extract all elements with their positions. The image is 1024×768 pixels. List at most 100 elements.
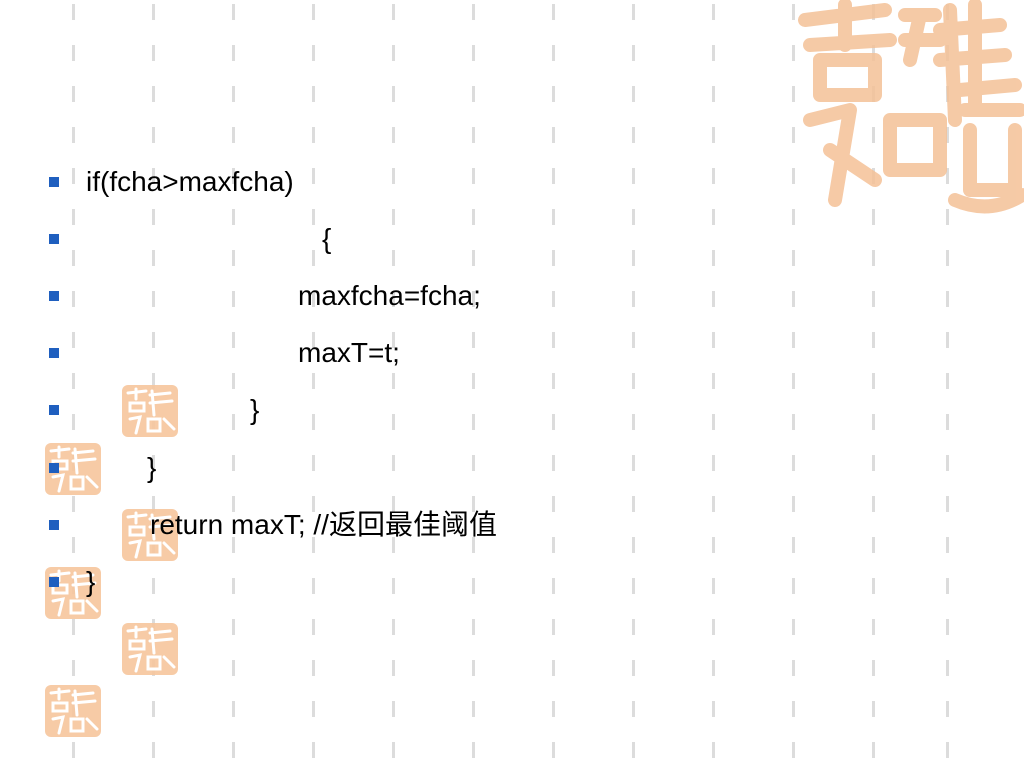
- code-line: maxfcha=fcha;: [298, 280, 481, 311]
- list-item: }: [0, 390, 1024, 430]
- seal-small-icon: [45, 685, 101, 737]
- grid-dash: [632, 4, 635, 20]
- grid-dash: [552, 168, 555, 184]
- grid-dash: [72, 537, 75, 553]
- grid-dash: [872, 660, 875, 676]
- grid-dash: [792, 86, 795, 102]
- grid-dash: [946, 660, 949, 676]
- grid-dash: [472, 414, 475, 430]
- grid-dash: [792, 496, 795, 512]
- grid-dash: [232, 86, 235, 102]
- grid-dash: [232, 537, 235, 553]
- grid-dash: [552, 496, 555, 512]
- grid-dash: [946, 209, 949, 225]
- grid-dash: [552, 660, 555, 676]
- grid-dash: [152, 496, 155, 512]
- grid-dash: [946, 742, 949, 758]
- grid-dash: [872, 373, 875, 389]
- grid-dash: [632, 537, 635, 553]
- grid-dash: [312, 86, 315, 102]
- grid-dash: [472, 291, 475, 307]
- grid-dash: [712, 578, 715, 594]
- grid-dash: [312, 45, 315, 61]
- seal-small-icon: [122, 509, 178, 561]
- grid-dash: [712, 127, 715, 143]
- grid-dash: [72, 45, 75, 61]
- grid-dash: [392, 455, 395, 471]
- grid-dash: [232, 250, 235, 266]
- code-line: if(fcha>maxfcha): [86, 166, 294, 197]
- grid-dash: [712, 86, 715, 102]
- grid-dash: [712, 455, 715, 471]
- grid-dash: [872, 291, 875, 307]
- grid-dash: [472, 4, 475, 20]
- grid-dash: [232, 455, 235, 471]
- grid-dash: [872, 209, 875, 225]
- grid-dash: [312, 496, 315, 512]
- grid-dash: [552, 4, 555, 20]
- grid-dash: [872, 250, 875, 266]
- grid-dash: [712, 168, 715, 184]
- seal-small-icon: [45, 567, 101, 619]
- grid-dash: [392, 537, 395, 553]
- grid-dash: [152, 578, 155, 594]
- list-item: }: [0, 562, 1024, 602]
- code-line: return maxT; //返回最佳阈值: [150, 509, 497, 540]
- grid-dash: [792, 742, 795, 758]
- grid-dash: [872, 127, 875, 143]
- grid-dash: [792, 373, 795, 389]
- code-line: }: [250, 394, 260, 425]
- grid-dash: [232, 578, 235, 594]
- grid-dash: [946, 619, 949, 635]
- grid-dash: [152, 332, 155, 348]
- grid-dash: [312, 578, 315, 594]
- grid-dash: [552, 127, 555, 143]
- seal-small-icon: [122, 385, 178, 437]
- grid-dash: [712, 291, 715, 307]
- grid-dash: [472, 250, 475, 266]
- grid-dash: [632, 373, 635, 389]
- grid-dash: [312, 291, 315, 307]
- grid-dash: [312, 373, 315, 389]
- grid-dash: [152, 701, 155, 717]
- grid-dash: [632, 291, 635, 307]
- grid-dash: [872, 701, 875, 717]
- grid-dash: [712, 537, 715, 553]
- grid-dash: [312, 619, 315, 635]
- grid-dash: [792, 455, 795, 471]
- grid-dash: [712, 45, 715, 61]
- grid-dash: [72, 742, 75, 758]
- grid-dash: [472, 209, 475, 225]
- grid-dash: [72, 660, 75, 676]
- grid-dash: [632, 660, 635, 676]
- grid-dash: [872, 496, 875, 512]
- grid-dash: [872, 742, 875, 758]
- grid-dash: [792, 332, 795, 348]
- grid-dash: [392, 45, 395, 61]
- grid-dash: [472, 660, 475, 676]
- grid-dash: [472, 742, 475, 758]
- grid-dash: [232, 168, 235, 184]
- grid-dash: [792, 701, 795, 717]
- grid-dash: [552, 45, 555, 61]
- grid-dash: [632, 742, 635, 758]
- grid-dash: [632, 455, 635, 471]
- grid-dash: [152, 250, 155, 266]
- grid-dash: [792, 619, 795, 635]
- grid-dash: [392, 414, 395, 430]
- grid-dash: [72, 209, 75, 225]
- grid-dash: [72, 4, 75, 20]
- grid-dash: [946, 414, 949, 430]
- grid-dash: [392, 742, 395, 758]
- grid-dash: [712, 660, 715, 676]
- grid-dash: [712, 701, 715, 717]
- grid-dash: [946, 373, 949, 389]
- grid-dash: [472, 578, 475, 594]
- grid-dash: [312, 209, 315, 225]
- grid-dash: [792, 209, 795, 225]
- grid-dash: [72, 373, 75, 389]
- grid-dash: [946, 291, 949, 307]
- grid-dash: [312, 250, 315, 266]
